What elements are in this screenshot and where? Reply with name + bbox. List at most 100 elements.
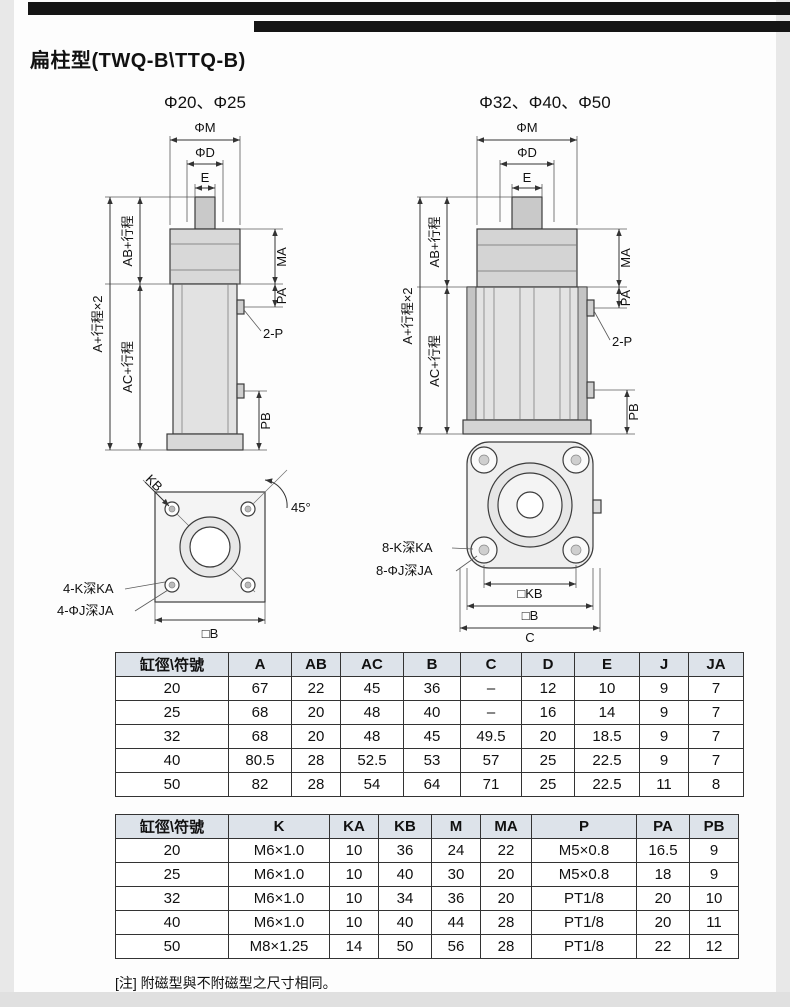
dim-label-ac-stroke: AC+行程 <box>120 341 135 393</box>
dimension-value-cell: 20 <box>636 910 690 935</box>
upper-port <box>236 299 245 315</box>
dimension-value-cell: 80.5 <box>228 748 292 773</box>
rod-cover-block <box>476 228 578 288</box>
dimension-value-cell: 67 <box>228 676 292 701</box>
dimension-value-cell: 34 <box>378 886 432 911</box>
front-view-parts <box>462 196 595 435</box>
cylinder-body <box>172 283 238 435</box>
dimension-value-cell: 40 <box>403 700 461 725</box>
dimension-value-cell: 49.5 <box>460 724 522 749</box>
dimension-value-cell: 68 <box>228 700 292 725</box>
column-header: M <box>431 814 481 839</box>
cylinder-body <box>466 286 588 421</box>
dim-label-ab-stroke: AB+行程 <box>427 217 442 268</box>
dimension-value-cell: M5×0.8 <box>531 862 637 887</box>
bore-size-cell: 32 <box>115 886 229 911</box>
footnote: [注] 附磁型與不附磁型之尺寸相同。 <box>115 975 337 991</box>
dimension-value-cell: 18 <box>636 862 690 887</box>
dimension-lines <box>107 137 278 450</box>
dimension-value-cell: – <box>460 676 522 701</box>
dimension-value-cell: 25 <box>521 748 575 773</box>
dimension-value-cell: 36 <box>378 838 432 863</box>
dimension-value-cell: 9 <box>639 748 689 773</box>
bore-size-cell: 25 <box>115 700 229 725</box>
bore-size-cell: 50 <box>115 934 229 959</box>
dimension-value-cell: M5×0.8 <box>531 838 637 863</box>
dimension-value-cell: M6×1.0 <box>228 862 330 887</box>
mounting-holes <box>470 446 590 564</box>
dimension-value-cell: 10 <box>329 910 379 935</box>
dimension-value-cell: 71 <box>460 772 522 797</box>
column-header: AB <box>291 652 341 677</box>
column-header: C <box>460 652 522 677</box>
front-view-dimensions: ΦM ΦD E AB+行程 A+行程×2 AC+行程 MA PA 2-P PB <box>90 120 289 451</box>
dimension-value-cell: 24 <box>431 838 481 863</box>
dimension-value-cell: 12 <box>521 676 575 701</box>
dimension-value-cell: 12 <box>689 934 739 959</box>
technical-drawing-large-bore: ΦM ΦD E AB+行程 A+行程×2 AC+行程 MA PA 2-P PB <box>376 120 641 645</box>
dimension-value-cell: 48 <box>340 700 404 725</box>
column-header: MA <box>480 814 532 839</box>
label-8-j-holes: 8-ΦJ深JA <box>376 563 433 578</box>
dimension-value-cell: 20 <box>480 886 532 911</box>
mounting-holes <box>164 501 256 593</box>
column-header: PA <box>636 814 690 839</box>
dim-label-ma: MA <box>274 247 289 267</box>
dimension-value-cell: M6×1.0 <box>228 910 330 935</box>
dimension-value-cell: 20 <box>291 700 341 725</box>
header-bar-secondary <box>254 21 790 32</box>
dim-label-pa: PA <box>274 287 289 304</box>
front-view-dimensions: ΦM ΦD E AB+行程 A+行程×2 AC+行程 MA PA 2-P PB <box>400 120 641 435</box>
column-header: P <box>531 814 637 839</box>
dim-label-2p: 2-P <box>612 334 632 349</box>
dimension-value-cell: 22.5 <box>574 748 640 773</box>
column-header: B <box>403 652 461 677</box>
dimension-value-cell: 11 <box>639 772 689 797</box>
tie-rod-strip-left <box>466 286 477 421</box>
dimension-value-cell: 28 <box>480 934 532 959</box>
piston-rod <box>194 196 216 230</box>
dimension-value-cell: PT1/8 <box>531 910 637 935</box>
dim-label-pb: PB <box>626 403 641 420</box>
column-header: J <box>639 652 689 677</box>
dim-label-ma: MA <box>618 248 633 268</box>
dimension-value-cell: 10 <box>329 886 379 911</box>
dimension-value-cell: 9 <box>639 724 689 749</box>
dim-label-phi-d: ΦD <box>517 145 537 160</box>
dim-label-phi-m: ΦM <box>194 120 215 135</box>
dimension-value-cell: 9 <box>689 862 739 887</box>
dimension-value-cell: 20 <box>291 724 341 749</box>
dim-label-e: E <box>523 170 532 185</box>
dim-label-a-stroke: A+行程×2 <box>400 287 415 344</box>
label-4-j-holes: 4-ΦJ深JA <box>57 603 114 618</box>
dimension-value-cell: 54 <box>340 772 404 797</box>
bore-size-cell: 32 <box>115 724 229 749</box>
technical-drawing-small-bore: ΦM ΦD E AB+行程 A+行程×2 AC+行程 MA PA 2-P PB <box>57 120 311 641</box>
dimension-value-cell: 16.5 <box>636 838 690 863</box>
dim-label-a-stroke: A+行程×2 <box>90 295 105 352</box>
dimension-value-cell: 45 <box>403 724 461 749</box>
dim-label-square-kb: □KB <box>517 586 542 601</box>
dimension-value-cell: 56 <box>431 934 481 959</box>
bottom-view-annotations <box>451 547 601 632</box>
header-bar-top <box>28 2 790 15</box>
page-title: 扁柱型(TWQ-B\TTQ-B) <box>30 50 246 72</box>
dimension-value-cell: 44 <box>431 910 481 935</box>
dimension-value-cell: PT1/8 <box>531 934 637 959</box>
dimension-value-cell: 45 <box>340 676 404 701</box>
drawing-title-small-bore: Φ20、Φ25 <box>164 93 246 112</box>
dimension-value-cell: 48 <box>340 724 404 749</box>
column-header: 缸徑\符號 <box>115 814 229 839</box>
dim-label-phi-m: ΦM <box>516 120 537 135</box>
column-header: KA <box>329 814 379 839</box>
dim-label-pa: PA <box>618 289 633 306</box>
dimension-value-cell: 7 <box>688 748 744 773</box>
dimension-value-cell: 16 <box>521 700 575 725</box>
